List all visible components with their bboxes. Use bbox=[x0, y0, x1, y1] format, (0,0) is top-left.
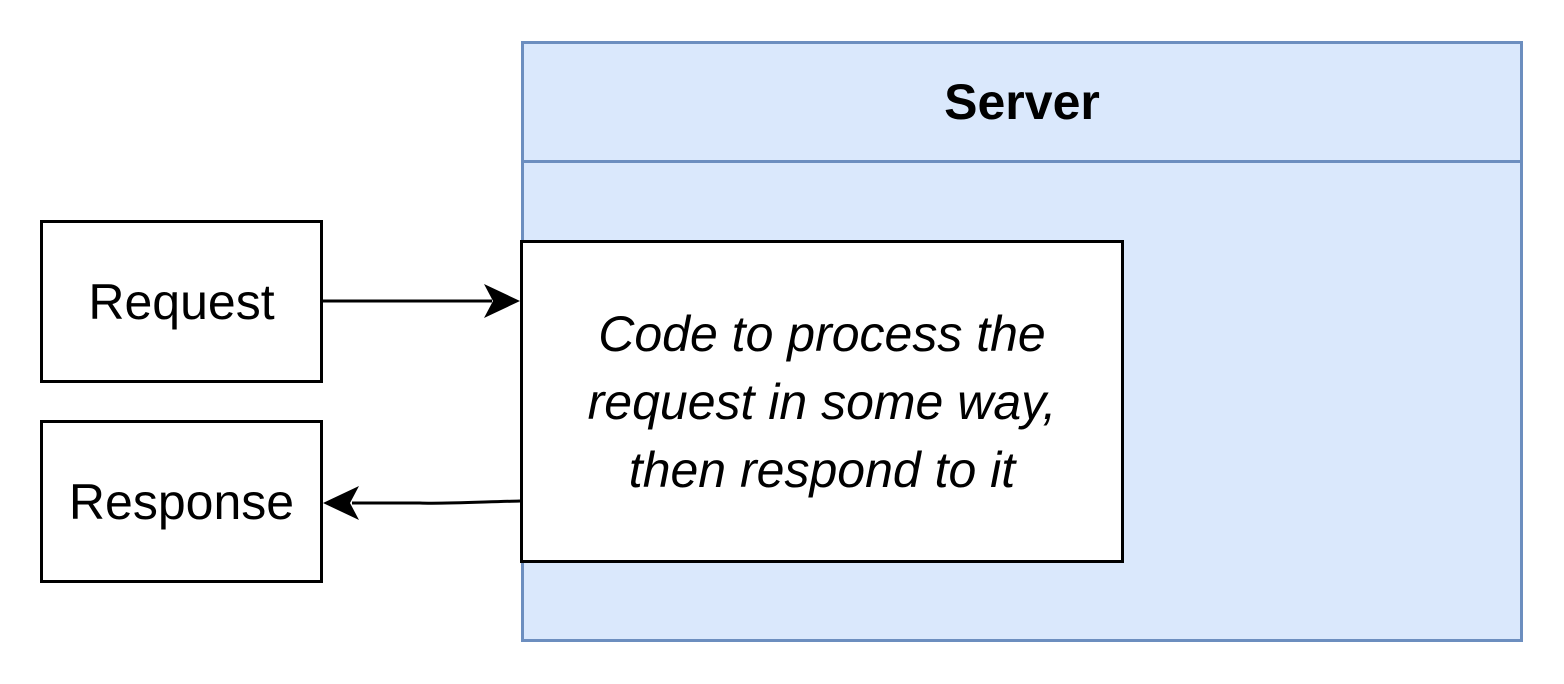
request-to-code-arrowhead bbox=[484, 284, 520, 318]
request-label: Request bbox=[88, 273, 275, 330]
request-node: Request bbox=[40, 220, 323, 383]
response-node: Response bbox=[40, 420, 323, 583]
code-process-node: Code to process the request in some way,… bbox=[520, 240, 1124, 563]
server-label: Server bbox=[944, 74, 1100, 130]
code-process-label: Code to process the request in some way,… bbox=[587, 305, 1057, 498]
response-label: Response bbox=[68, 473, 295, 530]
server-header: Server bbox=[524, 44, 1520, 163]
code-to-response-arrow bbox=[352, 499, 521, 505]
code-to-response-arrowhead bbox=[323, 486, 359, 520]
